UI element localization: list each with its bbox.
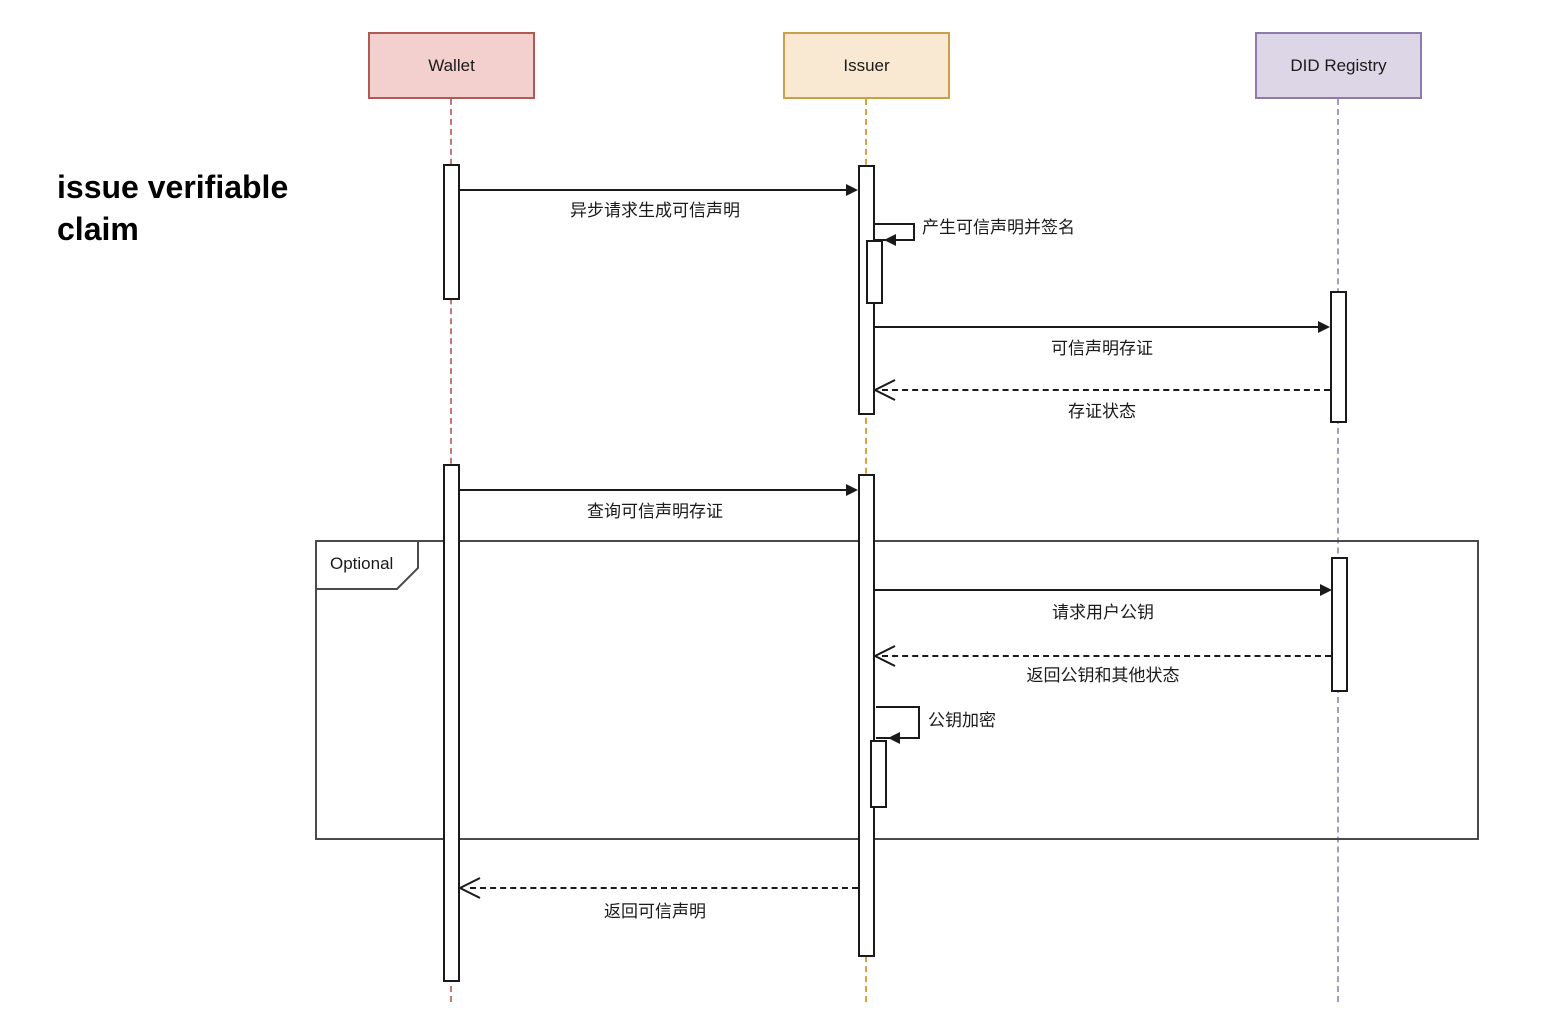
message-label: 公钥加密 — [928, 711, 996, 730]
message-label: 查询可信声明存证 — [587, 502, 723, 521]
activation-bar-issuer-1-nested — [866, 240, 883, 304]
message-label: 请求用户公钥 — [1052, 603, 1154, 622]
message-label: 可信声明存证 — [1051, 339, 1153, 358]
activation-bar-issuer-2-nested — [870, 740, 887, 808]
return-line-pubkey — [882, 655, 1331, 657]
actor-box-wallet: Wallet — [368, 32, 535, 99]
actor-label-issuer: Issuer — [843, 55, 890, 75]
actor-label-wallet: Wallet — [428, 55, 475, 75]
filled-arrowhead-icon — [884, 234, 896, 246]
open-arrowhead-icon — [872, 645, 896, 667]
message-line-store-claim — [875, 326, 1319, 328]
actor-box-issuer: Issuer — [783, 32, 950, 99]
diagram-title: issue verifiable claim — [57, 169, 289, 248]
message-line-query-claim — [460, 489, 847, 491]
filled-arrowhead-icon — [846, 184, 858, 196]
message-line-request-claim — [460, 189, 847, 191]
activation-bar-registry-2 — [1331, 557, 1348, 692]
filled-arrowhead-icon — [1318, 321, 1330, 333]
actor-label-did-registry: DID Registry — [1290, 55, 1387, 75]
lifeline-did-registry — [1337, 99, 1339, 1002]
filled-arrowhead-icon — [846, 484, 858, 496]
message-label: 存证状态 — [1068, 402, 1136, 421]
message-label: 异步请求生成可信声明 — [570, 201, 740, 220]
activation-bar-wallet-2 — [443, 464, 460, 982]
optional-fragment-frame — [315, 540, 1479, 840]
filled-arrowhead-icon — [888, 732, 900, 744]
open-arrowhead-icon — [457, 877, 481, 899]
activation-bar-registry-1 — [1330, 291, 1347, 423]
filled-arrowhead-icon — [1320, 584, 1332, 596]
message-label: 返回可信声明 — [604, 902, 706, 921]
return-line-claim — [470, 887, 858, 889]
activation-bar-issuer-2 — [858, 474, 875, 957]
message-line-request-pubkey — [875, 589, 1321, 591]
return-line-store-status — [882, 389, 1330, 391]
open-arrowhead-icon — [872, 379, 896, 401]
fragment-label-pentagon — [315, 540, 419, 590]
fragment-label: Optional — [330, 554, 394, 573]
actor-box-did-registry: DID Registry — [1255, 32, 1422, 99]
message-label: 产生可信声明并签名 — [922, 218, 1075, 237]
message-label: 返回公钥和其他状态 — [1026, 666, 1180, 685]
activation-bar-wallet-1 — [443, 164, 460, 300]
